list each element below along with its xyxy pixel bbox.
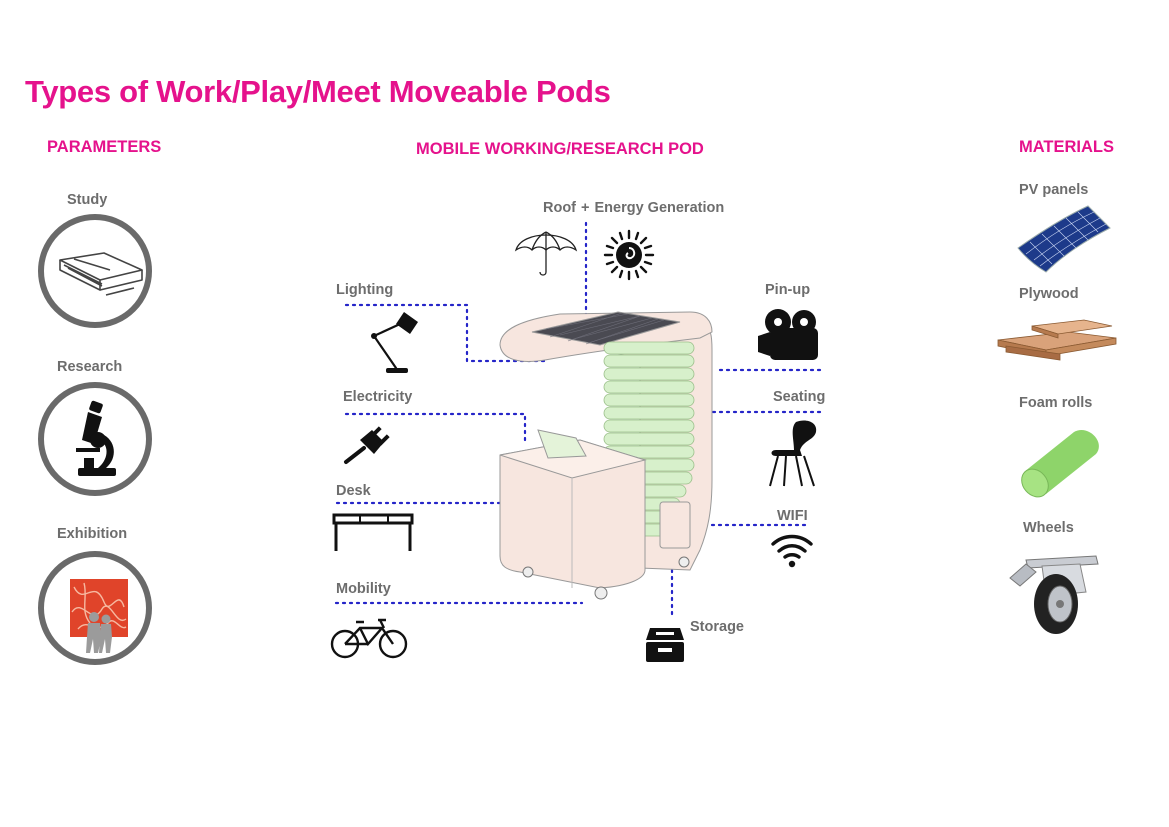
feature-label-roof-energy: Roof+Energy Generation — [543, 200, 725, 216]
pod-heading: MOBILE WORKING/RESEARCH POD — [416, 140, 704, 158]
feature-label-lighting: Lighting — [336, 282, 394, 298]
solar-panel-icon — [1017, 205, 1111, 273]
feature-label-mobility: Mobility — [336, 581, 391, 597]
bicycle-icon — [330, 618, 408, 659]
parameter-label-exhibition: Exhibition — [57, 526, 128, 542]
feature-label-storage: Storage — [690, 619, 744, 635]
caster-wheel-icon — [1009, 555, 1099, 634]
parameter-label-research: Research — [57, 359, 123, 375]
sun-icon — [603, 229, 655, 281]
feature-label-pinup: Pin-up — [765, 282, 811, 298]
material-label-plywood: Plywood — [1019, 286, 1079, 302]
electric-plug-icon — [344, 426, 390, 464]
exhibition-circle — [38, 551, 152, 665]
book-icon — [59, 252, 143, 296]
feature-label-electricity: Electricity — [343, 389, 413, 405]
umbrella-icon — [514, 231, 578, 276]
exhibition-icon — [70, 579, 128, 653]
storage-drawer-icon — [646, 628, 684, 662]
material-label-foam-rolls: Foam rolls — [1019, 395, 1093, 411]
movie-camera-icon — [758, 309, 818, 360]
plywood-icon — [997, 319, 1117, 361]
material-label-wheels: Wheels — [1023, 520, 1074, 536]
material-label-pv-panels: PV panels — [1019, 182, 1089, 198]
chair-icon — [769, 420, 817, 487]
desk-icon — [332, 513, 414, 551]
feature-label-desk: Desk — [336, 483, 371, 499]
feature-label-wifi: WIFI — [777, 508, 808, 524]
desk-lamp-icon — [371, 312, 418, 373]
pod-illustration — [499, 311, 713, 600]
parameters-heading: PARAMETERS — [47, 138, 162, 156]
page-title: Types of Work/Play/Meet Moveable Pods — [25, 74, 611, 109]
research-circle — [38, 382, 152, 496]
microscope-icon — [76, 400, 116, 476]
parameter-label-study: Study — [67, 192, 108, 208]
feature-label-seating: Seating — [773, 389, 826, 405]
materials-heading: MATERIALS — [1019, 138, 1115, 156]
foam-roll-icon — [1021, 430, 1099, 498]
study-circle — [38, 214, 152, 328]
wifi-icon — [771, 534, 813, 568]
